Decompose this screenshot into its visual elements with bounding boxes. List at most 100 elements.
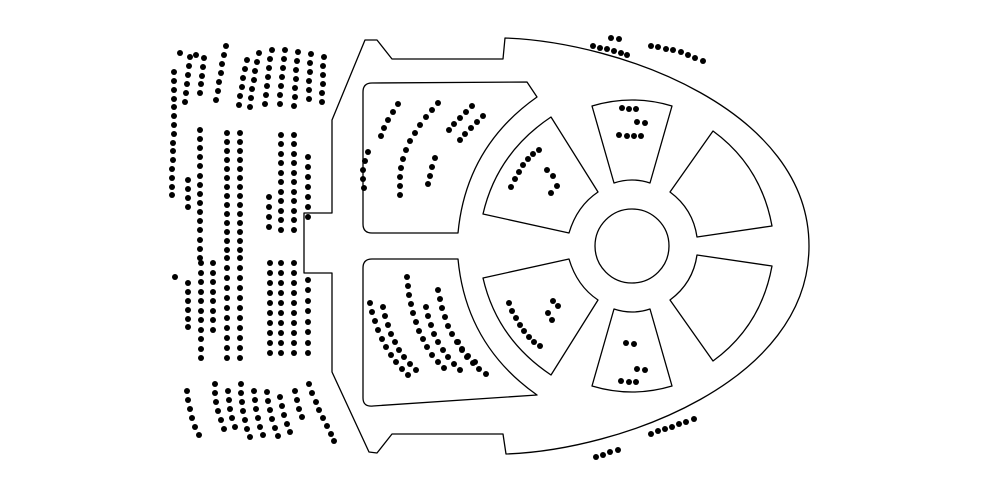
seat-dot[interactable] (197, 200, 203, 206)
seat-dot[interactable] (691, 416, 697, 422)
seat-dot[interactable] (294, 58, 300, 64)
seat-dot[interactable] (375, 327, 381, 333)
seat-dot[interactable] (616, 36, 622, 42)
seat-dot[interactable] (257, 424, 263, 430)
seat-dot[interactable] (244, 426, 250, 432)
seat-dot[interactable] (242, 417, 248, 423)
seat-dot[interactable] (291, 170, 297, 176)
seat-dot[interactable] (429, 164, 435, 170)
seat-dot[interactable] (237, 325, 243, 331)
seat-dot[interactable] (291, 217, 297, 223)
seat-dot[interactable] (169, 166, 175, 172)
seat-dot[interactable] (237, 275, 243, 281)
seat-dot[interactable] (210, 327, 216, 333)
seat-dot[interactable] (307, 69, 313, 75)
seat-dot[interactable] (237, 255, 243, 261)
seat-dot[interactable] (291, 132, 297, 138)
seat-dot[interactable] (224, 193, 230, 199)
seat-dot[interactable] (212, 390, 218, 396)
seat-dot[interactable] (169, 192, 175, 198)
section-wedge-lower-left[interactable] (482, 258, 599, 376)
seat-dot[interactable] (193, 52, 199, 58)
seat-dot[interactable] (224, 211, 230, 217)
seat-dot[interactable] (224, 325, 230, 331)
seat-dot[interactable] (291, 320, 297, 326)
seat-dot[interactable] (254, 59, 260, 65)
section-wedge-bottom[interactable] (591, 308, 673, 393)
seat-dot[interactable] (634, 366, 640, 372)
seat-dot[interactable] (451, 361, 457, 367)
seat-dot[interactable] (429, 352, 435, 358)
seat-dot[interactable] (278, 83, 284, 89)
seat-dot[interactable] (441, 365, 447, 371)
seat-dot[interactable] (291, 198, 297, 204)
seat-dot[interactable] (263, 92, 269, 98)
seat-dot[interactable] (536, 147, 542, 153)
seat-dot[interactable] (224, 295, 230, 301)
seat-dot[interactable] (435, 100, 441, 106)
seat-dot[interactable] (385, 117, 391, 123)
seat-dot[interactable] (267, 260, 273, 266)
seat-dot[interactable] (449, 331, 455, 337)
seat-dot[interactable] (240, 408, 246, 414)
seat-dot[interactable] (435, 359, 441, 365)
seat-dot[interactable] (291, 310, 297, 316)
seat-dot[interactable] (381, 125, 387, 131)
section-wedge-upper-right[interactable] (669, 130, 773, 238)
seat-dot[interactable] (638, 133, 644, 139)
seat-dot[interactable] (413, 367, 419, 373)
seat-dot[interactable] (278, 330, 284, 336)
seat-dot[interactable] (224, 130, 230, 136)
seat-dot[interactable] (309, 390, 315, 396)
seat-dot[interactable] (224, 184, 230, 190)
seat-dot[interactable] (212, 381, 218, 387)
seat-dot[interactable] (442, 314, 448, 320)
seat-dot[interactable] (278, 170, 284, 176)
seat-dot[interactable] (171, 96, 177, 102)
seat-dot[interactable] (224, 148, 230, 154)
seat-dot[interactable] (224, 247, 230, 253)
seat-dot[interactable] (413, 319, 419, 325)
seat-dot[interactable] (525, 156, 531, 162)
seat-dot[interactable] (305, 329, 311, 335)
seat-dot[interactable] (267, 280, 273, 286)
seat-dot[interactable] (213, 399, 219, 405)
seat-dot[interactable] (224, 315, 230, 321)
seat-dot[interactable] (618, 50, 624, 56)
seat-dot[interactable] (468, 125, 474, 131)
seat-dot[interactable] (185, 186, 191, 192)
seat-dot[interactable] (237, 315, 243, 321)
seat-dot[interactable] (521, 328, 527, 334)
seat-dot[interactable] (291, 330, 297, 336)
seat-dot[interactable] (198, 346, 204, 352)
seat-dot[interactable] (305, 350, 311, 356)
seat-dot[interactable] (423, 304, 429, 310)
seat-dot[interactable] (185, 397, 191, 403)
seat-dot[interactable] (554, 183, 560, 189)
seat-dot[interactable] (197, 136, 203, 142)
seat-dot[interactable] (624, 52, 630, 58)
seat-dot[interactable] (544, 167, 550, 173)
seat-dot[interactable] (221, 52, 227, 58)
seat-dot[interactable] (198, 81, 204, 87)
seat-dot[interactable] (237, 157, 243, 163)
seat-dot[interactable] (400, 156, 406, 162)
seat-dot[interactable] (237, 238, 243, 244)
seat-dot[interactable] (224, 202, 230, 208)
seat-dot[interactable] (255, 415, 261, 421)
seat-dot[interactable] (224, 157, 230, 163)
seat-dot[interactable] (242, 66, 248, 72)
seat-dot[interactable] (224, 139, 230, 145)
seat-dot[interactable] (383, 344, 389, 350)
seat-dot[interactable] (626, 106, 632, 112)
seat-dot[interactable] (393, 359, 399, 365)
seat-dot[interactable] (267, 300, 273, 306)
seat-dot[interactable] (324, 423, 330, 429)
seat-dot[interactable] (306, 78, 312, 84)
seat-dot[interactable] (278, 270, 284, 276)
seat-dot[interactable] (199, 73, 205, 79)
seat-dot[interactable] (412, 130, 418, 136)
seat-dot[interactable] (210, 279, 216, 285)
seat-dot[interactable] (278, 198, 284, 204)
seat-dot[interactable] (197, 209, 203, 215)
